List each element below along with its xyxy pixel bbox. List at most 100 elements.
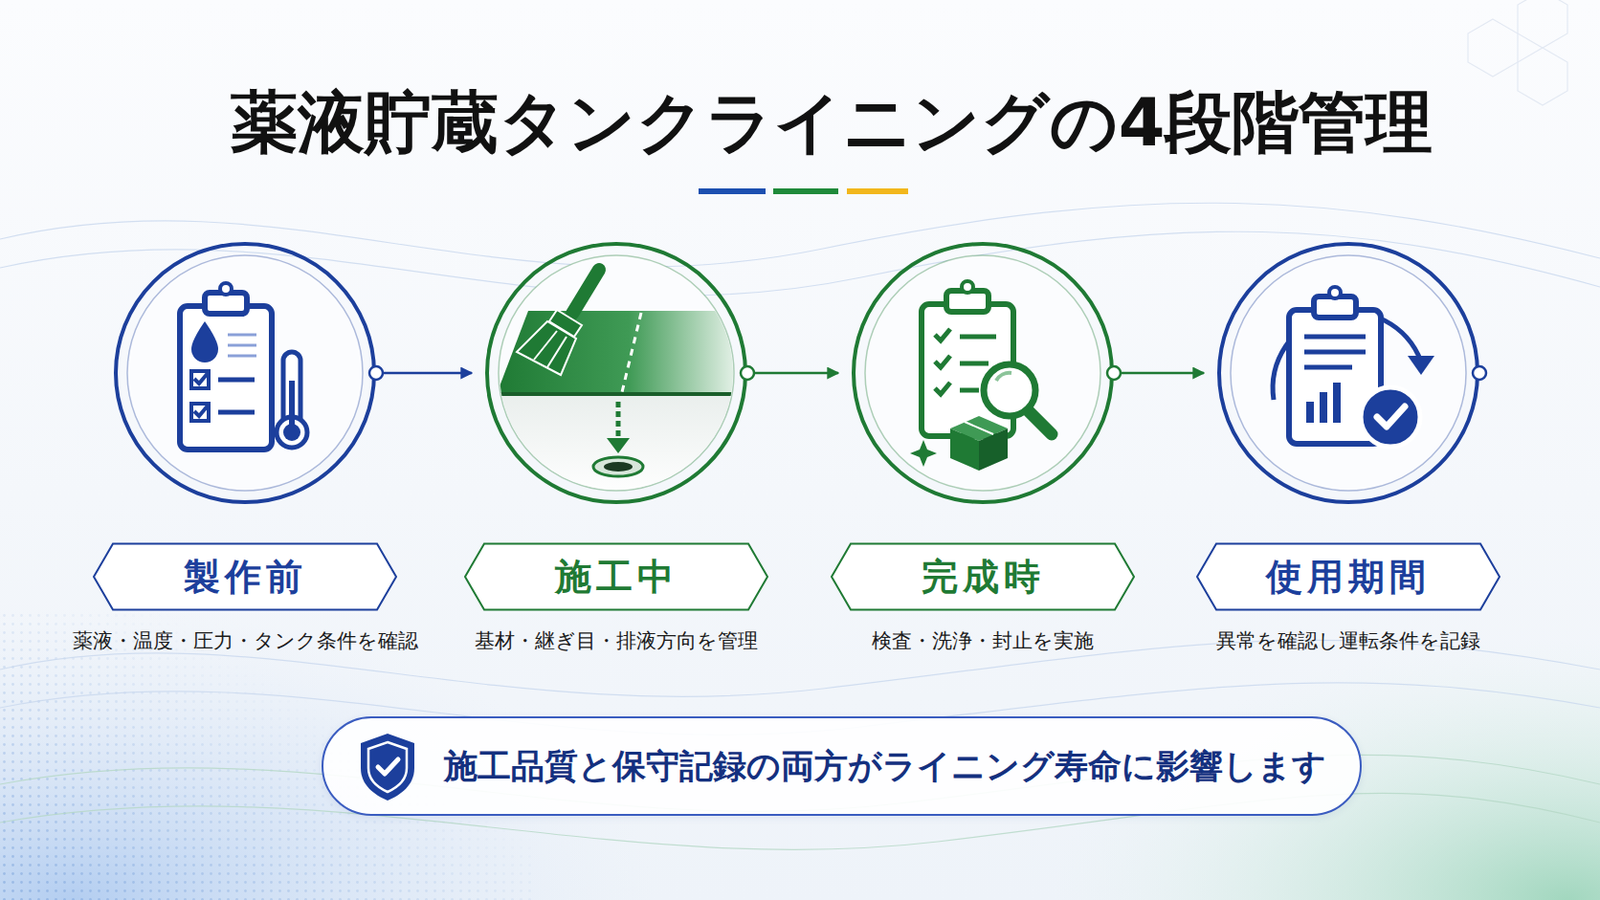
outer-ring (853, 244, 1112, 503)
summary-banner: 施工品質と保守記録の両方がライニング寿命に影響します (321, 716, 1362, 817)
decor-shape (360, 733, 415, 801)
decor-shape (1333, 382, 1341, 423)
decor-shape (606, 438, 630, 454)
decor-shape (934, 329, 951, 341)
decor-shape (191, 371, 209, 389)
outer-ring (1219, 244, 1478, 503)
decor-shape (227, 333, 257, 337)
decor-shape (1377, 406, 1405, 427)
decor-shape (950, 428, 979, 471)
inner-disc (127, 255, 363, 491)
stage-heading: 製作前 (93, 544, 397, 611)
decor-shape (959, 388, 979, 394)
shield-icon (360, 733, 415, 801)
decor-shape (1306, 401, 1314, 423)
decor-shape (194, 404, 209, 417)
decor-shape (204, 292, 247, 314)
decor-shape (996, 373, 1012, 381)
brush-symbol (516, 269, 600, 376)
stage-circle: 使用期間異常を確認し運転条件を記録 (1217, 242, 1480, 505)
decor-shape (593, 457, 644, 477)
stage-circle: 完成時検査・洗浄・封止を実施 (851, 242, 1114, 505)
decor-shape (549, 310, 582, 337)
decor-shape (497, 392, 737, 498)
decor-shape (603, 462, 633, 472)
ring-dot (1107, 366, 1121, 380)
decor-shape (179, 306, 272, 450)
decor-shape (227, 334, 257, 356)
decor-shape (1304, 336, 1366, 368)
stage-description: 基材・継ぎ目・排液方向を管理 (405, 627, 827, 655)
decor-shape (1329, 287, 1341, 299)
stage-circle: 製作前薬液・温度・圧力・タンク条件を確認 (113, 242, 377, 505)
decor-shape (368, 742, 407, 793)
label-banner (831, 544, 1134, 611)
decor-shape (1028, 411, 1052, 435)
stage-description: 検査・洗浄・封止を実施 (772, 627, 1194, 655)
outer-ring (487, 244, 746, 503)
label-banner (1197, 544, 1500, 611)
stage-description: 薬液・温度・圧力・タンク条件を確認 (34, 627, 456, 655)
decor-shape (978, 428, 1008, 471)
decor-shape (1304, 334, 1366, 340)
diagram-title: 薬液貯蔵タンクライニングの4段階管理 (161, 82, 1502, 163)
circle-outline (113, 242, 377, 505)
decor-shape (220, 283, 232, 295)
decor-shape (1313, 296, 1356, 318)
decor-shape (622, 312, 642, 393)
decor-shape (959, 334, 997, 340)
stage-heading: 完成時 (831, 544, 1134, 611)
decor-shape (964, 422, 994, 435)
decor-shape (1288, 310, 1381, 445)
checklist-thermometer-icon (179, 283, 308, 450)
decor-shape (194, 372, 209, 384)
decor-shape (191, 321, 219, 363)
decor-shape (533, 331, 567, 368)
decor-shape (983, 364, 1036, 417)
circle-outline (485, 242, 748, 505)
inner-disc (498, 255, 734, 491)
decor-shape (227, 344, 257, 348)
decor-shape (934, 355, 951, 368)
decor-shape (547, 336, 567, 368)
stage-circle: 施工中基材・継ぎ目・排液方向を管理 (485, 242, 748, 505)
decor-shape (191, 403, 209, 422)
decor-shape (533, 331, 557, 360)
inner-disc (865, 255, 1101, 491)
decor-shape (934, 382, 951, 395)
hexagon-pattern (1467, 0, 1568, 106)
stage-heading: 使用期間 (1197, 544, 1500, 611)
decor-shape (1517, 0, 1568, 48)
stage-description: 異常を確認し運転条件を記録 (1137, 627, 1559, 655)
decor-shape (1304, 350, 1366, 356)
decor-shape (1407, 355, 1435, 376)
decor-shape (1517, 47, 1568, 106)
stage-heading: 施工中 (465, 544, 768, 611)
circle-outline (851, 242, 1114, 505)
decor-shape (959, 361, 989, 367)
lining-brush-icon (496, 311, 737, 498)
decor-shape (572, 269, 600, 314)
decor-shape (773, 188, 839, 195)
decor-shape (496, 392, 737, 397)
decor-shape (276, 417, 308, 448)
decor-shape (934, 329, 997, 395)
decor-shape (1304, 365, 1353, 371)
decor-shape (218, 410, 255, 416)
outer-ring (115, 244, 375, 503)
decor-shape (950, 416, 1008, 442)
decor-shape (218, 377, 255, 383)
decor-shape (698, 188, 766, 195)
flow-arrow (754, 372, 839, 376)
decor-shape (910, 440, 937, 467)
decor-shape (1360, 387, 1421, 447)
decor-shape (516, 321, 577, 376)
decor-shape (846, 188, 909, 195)
label-banner (93, 544, 397, 611)
label-banner (465, 544, 768, 611)
circle-outline (1217, 242, 1480, 505)
ring-dot (369, 366, 383, 380)
banner-text: 施工品質と保守記録の両方がライニング寿命に影響します (323, 718, 1360, 815)
decor-shape (377, 759, 399, 775)
